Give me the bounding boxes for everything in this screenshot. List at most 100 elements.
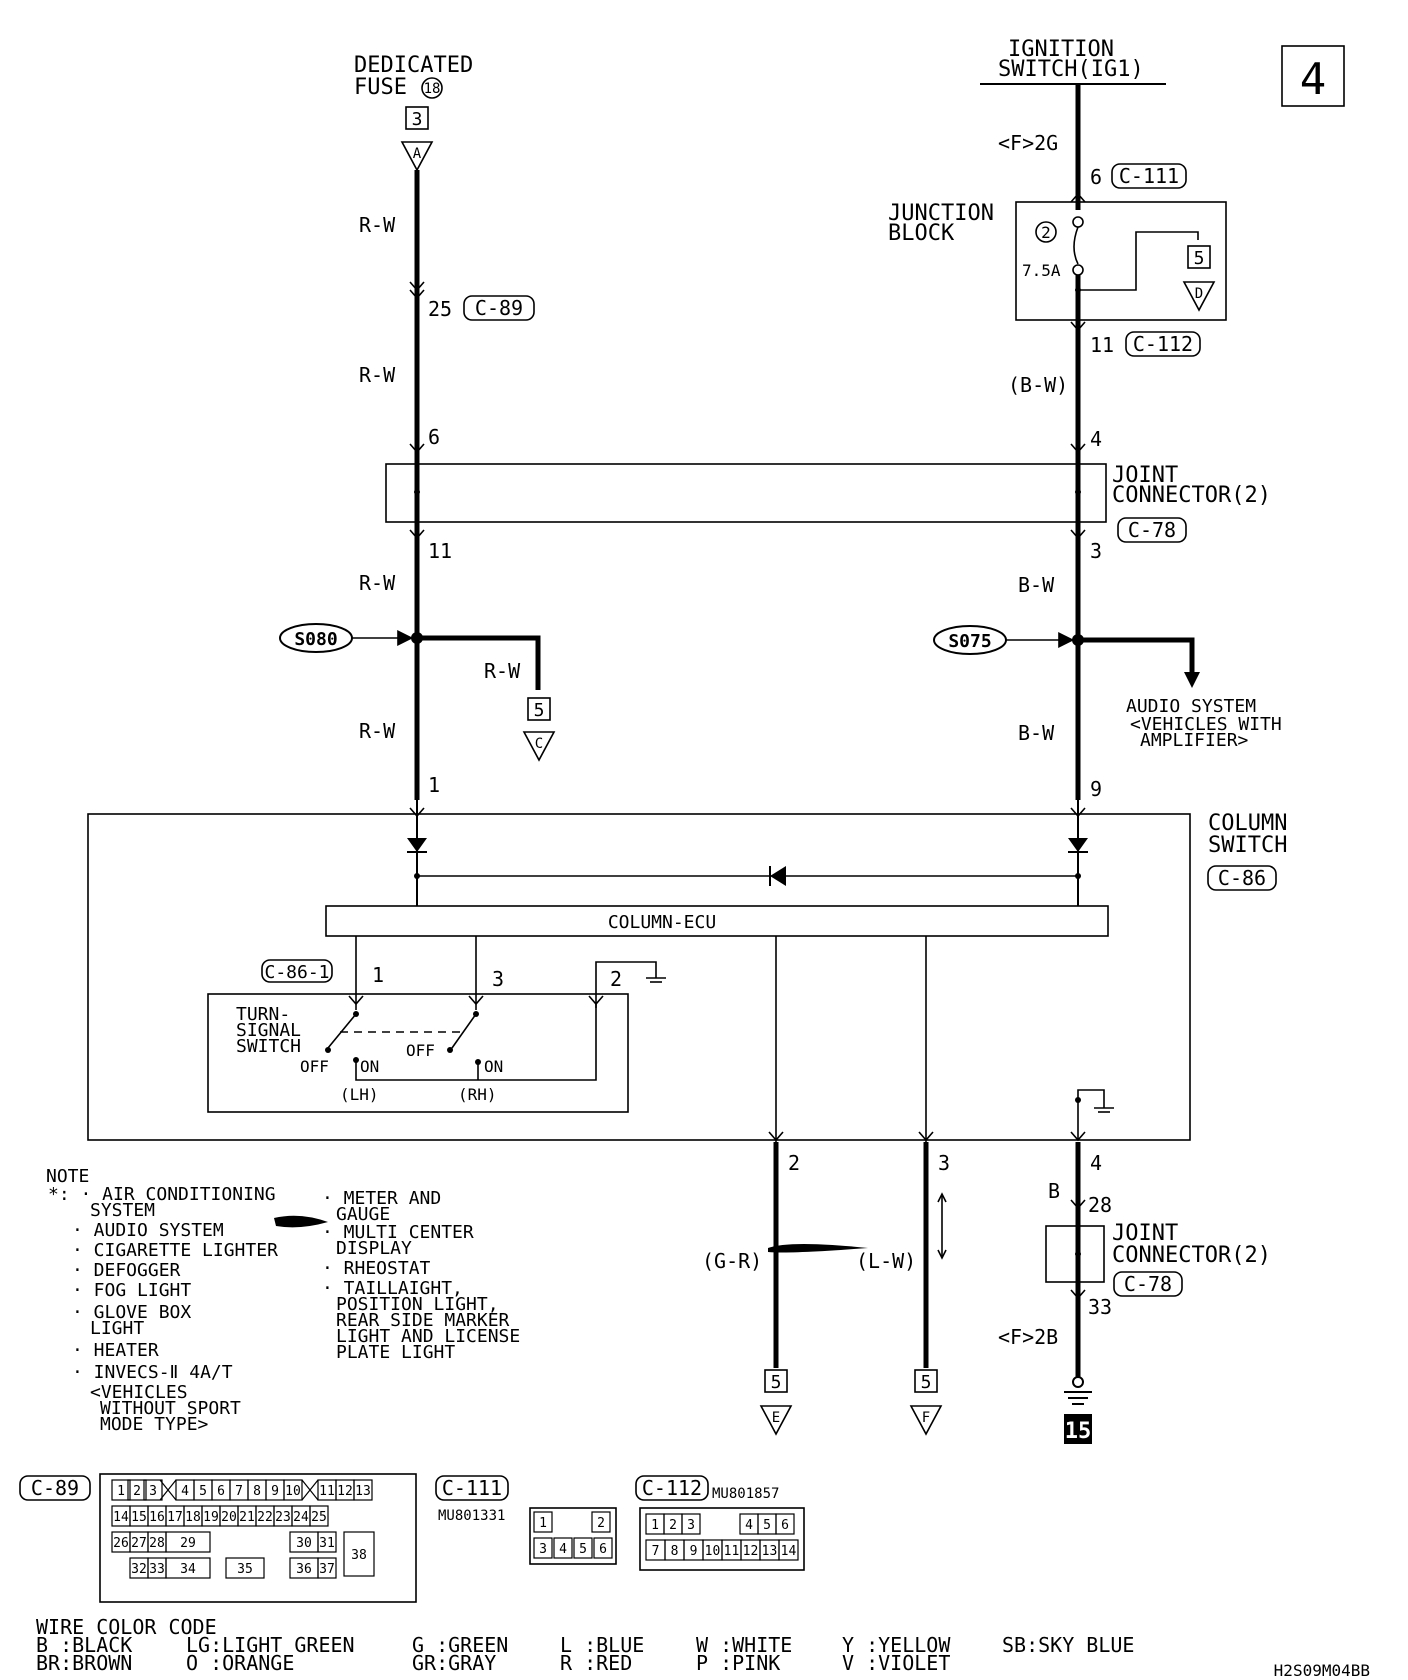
fuse-box: [405, 106, 429, 130]
c86-1-tag: [261, 959, 333, 983]
joint-out-pin: 33: [1088, 1295, 1112, 1319]
joint-in-pin: 28: [1088, 1193, 1112, 1217]
lh-on-label: ON: [360, 1057, 379, 1076]
c112-pin-3-number: 3: [687, 1518, 695, 1533]
c89-pin-7-number: 7: [235, 1484, 243, 1499]
c89-pin-3-cell: [143, 1479, 163, 1501]
jb-triangle-letter: D: [1195, 286, 1203, 302]
c89-pin-2-cell: [127, 1479, 147, 1501]
c112-pin-11-number: 11: [724, 1544, 740, 1559]
output-2-box: [914, 1369, 938, 1393]
c111-pin-6-cell: [593, 1537, 613, 1559]
c89-pin-22-number: 22: [257, 1510, 273, 1525]
svg-text:· GLOVE BOX: · GLOVE BOX: [72, 1302, 191, 1323]
wire-color-entry: P :PINK: [696, 1651, 780, 1675]
joint-connector-label-2: CONNECTOR(2): [1112, 483, 1271, 508]
c111-face-tag: [435, 1475, 509, 1501]
c112-pin-1-number: 1: [651, 1518, 659, 1533]
c89-pin-12-number: 12: [337, 1484, 353, 1499]
c89-pin-1-number: 1: [117, 1484, 125, 1499]
c111-part-number: MU801331: [438, 1508, 505, 1524]
rh-off-label: OFF: [406, 1041, 435, 1060]
c89-pin-4-number: 4: [181, 1484, 189, 1499]
ig-pin-label: <F>2G: [998, 131, 1058, 155]
svg-text:REAR SIDE MARKER: REAR SIDE MARKER: [336, 1310, 510, 1331]
left-branch-box: [527, 697, 551, 721]
ground-ref: 15: [1065, 1419, 1092, 1444]
svg-text:· METER AND: · METER AND: [322, 1188, 441, 1209]
svg-text:MODE TYPE>: MODE TYPE>: [100, 1414, 209, 1435]
c89-face-tag: [19, 1475, 91, 1501]
output-1-box: [764, 1369, 788, 1393]
output-2-triangle: [909, 1405, 943, 1436]
ignition-switch-label-2: SWITCH(IG1): [998, 57, 1144, 82]
wire-color-entry: V :VIOLET: [842, 1651, 950, 1675]
c89-blank-pin-mark: [159, 1479, 177, 1501]
c89-pin-31-cell: [317, 1531, 337, 1553]
wire-color-entry: R :RED: [560, 1651, 632, 1675]
svg-text:· TAILLAIGHT,: · TAILLAIGHT,: [322, 1278, 463, 1299]
c112-pin-8-number: 8: [671, 1544, 679, 1559]
jb-fuse-rating: 7.5A: [1022, 261, 1061, 280]
splice-s080: S080: [294, 629, 337, 650]
junction-block-label-2: BLOCK: [888, 221, 955, 246]
svg-text:· CIGARETTE LIGHTER: · CIGARETTE LIGHTER: [72, 1240, 278, 1261]
jb-fuse-number: 2: [1041, 223, 1051, 242]
c89-pin-10-number: 10: [285, 1484, 301, 1499]
switch-pin-3: 3: [492, 967, 504, 991]
left-branch-triangle-letter: C: [535, 736, 543, 752]
c111-pin-1-cell: [533, 1511, 553, 1533]
dedicated-fuse-label-1: DEDICATED: [354, 53, 473, 78]
wire-color-entry: Y :YELLOW: [842, 1633, 951, 1657]
c111-pin-3-number: 3: [539, 1542, 547, 1557]
c112-pin-9-number: 9: [690, 1544, 698, 1559]
c78-bottom-label: C-78: [1124, 1272, 1172, 1296]
joint-bottom-label-1: JOINT: [1112, 1221, 1178, 1246]
c89-face: [99, 1473, 417, 1603]
left-branch-wire: [417, 635, 541, 690]
jb-triangle: [1182, 281, 1216, 312]
c89-pin-33-number: 33: [149, 1562, 165, 1577]
c89-pin-9-number: 9: [271, 1484, 279, 1499]
c112-connector-label: C-112: [1133, 332, 1193, 356]
column-switch-label-1: COLUMN: [1208, 811, 1287, 836]
rh-switch-blade: [451, 1013, 477, 1049]
turn-signal-label-1: TURN-: [236, 1004, 290, 1025]
wire-color-code-title: WIRE COLOR CODE: [36, 1615, 217, 1639]
c89-pin-29-number: 29: [180, 1536, 196, 1551]
diode-middle: [770, 866, 786, 886]
c89-pin-37-cell: [317, 1557, 337, 1579]
c111-pin-2-cell: [591, 1511, 611, 1533]
c89-pin-34-number: 34: [180, 1562, 196, 1577]
c112-face-tag: [635, 1475, 709, 1501]
switch-pin-2: 2: [610, 967, 622, 991]
output-1-pin: 2: [788, 1151, 800, 1175]
c111-pin-1-number: 1: [539, 1516, 547, 1531]
output-2-color: (L-W): [856, 1249, 916, 1273]
c89-pin-23-number: 23: [275, 1510, 291, 1525]
c89-pin-36-number: 36: [296, 1562, 312, 1577]
c89-blank-pin-mark: [301, 1479, 319, 1501]
rh-on-label: ON: [484, 1057, 503, 1076]
svg-text:· RHEOSTAT: · RHEOSTAT: [322, 1258, 431, 1279]
c89-pin-3-number: 3: [149, 1484, 157, 1499]
ground-wire-color: B: [1048, 1179, 1060, 1203]
dedicated-fuse-label-2: FUSE: [354, 75, 407, 100]
output-2-box-number: 5: [921, 1372, 932, 1393]
c86-label: C-86: [1218, 866, 1266, 890]
c89-pin-34-cell: [165, 1557, 211, 1579]
svg-text:GAUGE: GAUGE: [336, 1204, 390, 1225]
c89-pin-26-number: 26: [113, 1536, 129, 1551]
c89-pin-28-number: 28: [149, 1536, 165, 1551]
svg-text:LIGHT AND LICENSE: LIGHT AND LICENSE: [336, 1326, 520, 1347]
right-branch-wire: [1078, 637, 1195, 676]
c89-pin-16-number: 16: [149, 1510, 165, 1525]
right-column-pin: 9: [1090, 777, 1102, 801]
joint-connector-bottom-box: [1045, 1225, 1105, 1283]
turn-signal-label-2: SIGNAL: [236, 1020, 301, 1041]
c78-top-label: C-78: [1128, 518, 1176, 542]
c111-pin-4-cell: [553, 1537, 573, 1559]
c112-part-number: MU801857: [712, 1486, 779, 1502]
